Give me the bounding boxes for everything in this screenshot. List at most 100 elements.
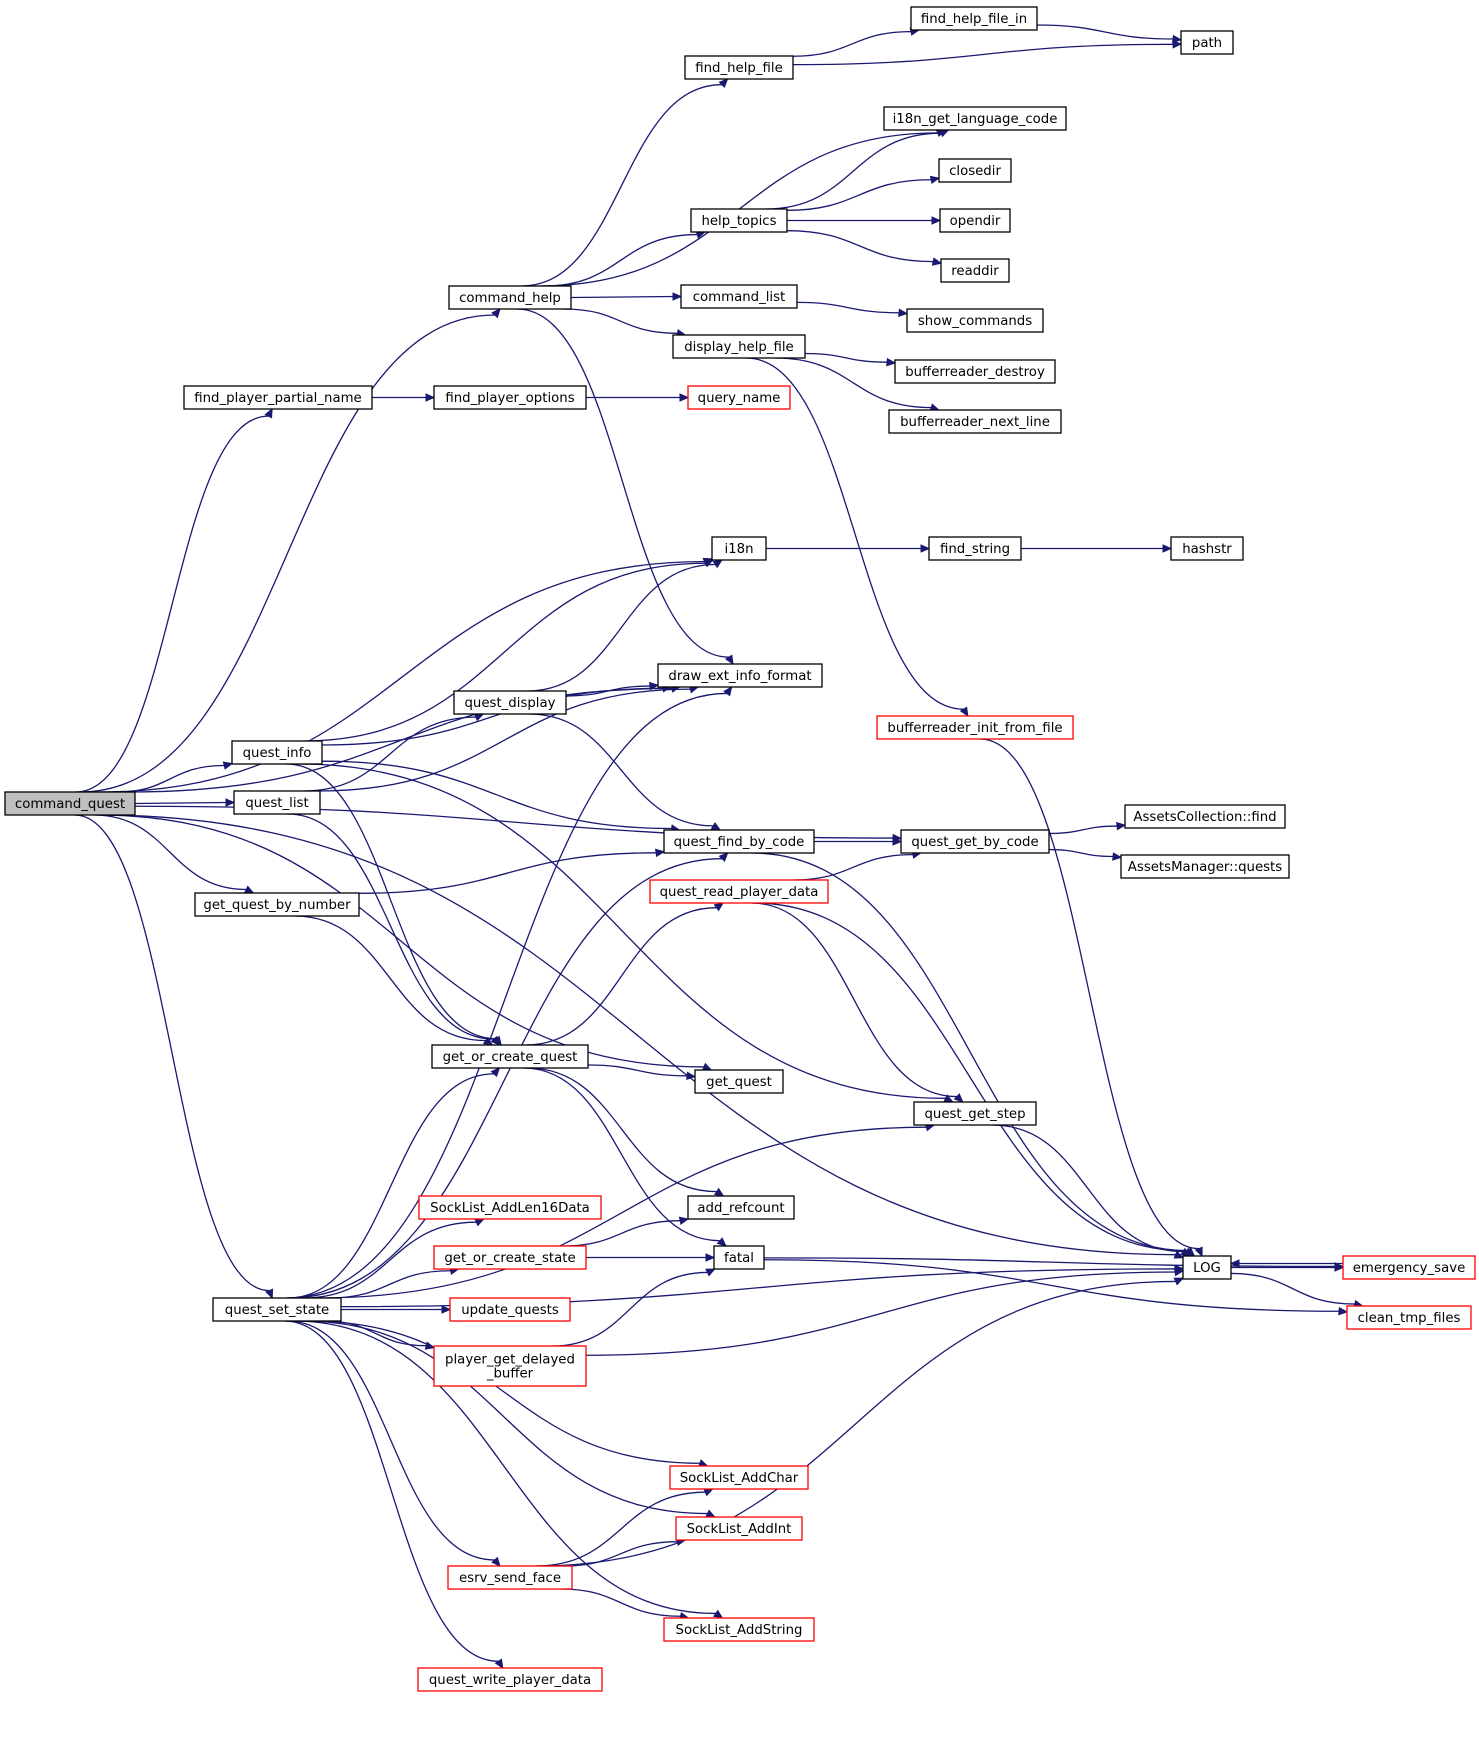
node-display-help-file[interactable]: display_help_file	[672, 334, 806, 359]
node-update-quests[interactable]: update_quests	[449, 1297, 571, 1322]
edge-arrowhead	[1173, 1277, 1185, 1286]
node-quest-get-step[interactable]: quest_get_step	[913, 1101, 1037, 1126]
node-box	[1170, 536, 1244, 561]
node-hashstr[interactable]: hashstr	[1170, 536, 1244, 561]
node-socklist-addchar[interactable]: SockList_AddChar	[669, 1465, 809, 1490]
node-i18n[interactable]: i18n	[711, 536, 767, 561]
node-bufferreader-init-from-file[interactable]: bufferreader_init_from_file	[876, 715, 1074, 740]
node-assetscollection-find[interactable]: AssetsCollection::find	[1124, 804, 1286, 829]
edge-find-player-options-to-query-name	[586, 393, 690, 402]
edge-line	[527, 563, 716, 692]
edge-find-string-to-hashstr	[1021, 544, 1173, 553]
node-label: emergency_save	[1353, 1261, 1466, 1276]
edge-line	[765, 132, 942, 210]
node-bufferreader-destroy[interactable]: bufferreader_destroy	[894, 359, 1056, 384]
node-draw-ext-info-format[interactable]: draw_ext_info_format	[657, 663, 823, 688]
edge-command-quest-to-quest-list	[134, 798, 236, 807]
edge-arrowhead	[953, 1093, 964, 1103]
node-box	[418, 1195, 602, 1220]
node-get-quest[interactable]: get_quest	[694, 1069, 784, 1094]
node-get-quest-by-number[interactable]: get_quest_by_number	[194, 892, 360, 917]
edge-command-list-to-show-commands	[796, 301, 909, 317]
node-find-help-file[interactable]: find_help_file	[684, 55, 794, 80]
node-socklist-addint[interactable]: SockList_AddInt	[675, 1516, 803, 1541]
node-label: display_help_file	[684, 340, 794, 355]
node-socklist-addlen16data[interactable]: SockList_AddLen16Data	[418, 1195, 602, 1220]
node-box	[663, 1617, 815, 1642]
node-command-list[interactable]: command_list	[680, 284, 798, 309]
node-quest-info[interactable]: quest_info	[231, 740, 323, 765]
edge-quest-set-state-to-get-or-create-quest	[287, 1067, 501, 1299]
edge-line	[1048, 825, 1118, 835]
edge-quest-set-state-to-quest-get-step	[317, 1123, 936, 1299]
edge-quest-display-to-quest-find-by-code	[528, 713, 722, 831]
node-quest-read-player-data[interactable]: quest_read_player_data	[649, 879, 829, 904]
node-get-or-create-state[interactable]: get_or_create_state	[433, 1245, 587, 1270]
edge-find-help-file-in-to-path	[1036, 24, 1183, 44]
node-emergency-save[interactable]: emergency_save	[1342, 1255, 1476, 1280]
edge-line	[528, 713, 714, 827]
node-label: quest_list	[245, 796, 308, 811]
node-clean-tmp-files[interactable]: clean_tmp_files	[1346, 1305, 1472, 1330]
node-esrv-send-face[interactable]: esrv_send_face	[447, 1565, 573, 1590]
edge-quest-display-to-i18n	[527, 559, 723, 692]
edge-line	[563, 1220, 681, 1247]
node-find-player-options[interactable]: find_player_options	[433, 385, 587, 410]
node-find-help-file-in[interactable]: find_help_file_in	[910, 6, 1038, 31]
node-quest-get-by-code[interactable]: quest_get_by_code	[900, 829, 1050, 854]
node-bufferreader-next-line[interactable]: bufferreader_next_line	[888, 409, 1062, 434]
node-find-string[interactable]: find_string	[928, 536, 1022, 561]
node-opendir[interactable]: opendir	[939, 208, 1011, 233]
edge-help-topics-to-readdir	[786, 230, 943, 266]
edge-line	[286, 1320, 495, 1561]
node-box	[1124, 804, 1286, 829]
edge-quest-list-to-get-or-create-quest	[287, 813, 501, 1046]
node-quest-find-by-code[interactable]: quest_find_by_code	[663, 829, 815, 854]
node-quest-display[interactable]: quest_display	[453, 690, 567, 715]
node-fatal[interactable]: fatal	[713, 1245, 765, 1270]
edge-line	[792, 43, 1174, 66]
node-quest-set-state[interactable]: quest_set_state	[212, 1297, 342, 1322]
node-add-refcount[interactable]: add_refcount	[687, 1195, 795, 1220]
edge-command-quest-to-find-player-partial-name	[75, 407, 273, 793]
edge-arrowhead	[898, 308, 909, 317]
edge-arrowhead	[1174, 1264, 1185, 1274]
node-box	[4, 791, 136, 816]
node-find-player-partial-name[interactable]: find_player_partial_name	[183, 385, 373, 410]
node-box	[453, 690, 567, 715]
edge-line	[285, 763, 497, 1040]
edge-quest-read-player-data-to-log	[753, 902, 1194, 1257]
node-assetsmanager-quests[interactable]: AssetsManager::quests	[1120, 854, 1290, 879]
node-socklist-addstring[interactable]: SockList_AddString	[663, 1617, 815, 1642]
node-label: opendir	[950, 214, 1001, 229]
node-box	[417, 1667, 603, 1692]
edge-line	[535, 1280, 1176, 1567]
node-quest-write-player-data[interactable]: quest_write_player_data	[417, 1667, 603, 1692]
edge-arrowhead	[959, 706, 969, 718]
function-nodes: command_questcommand_helpfind_player_par…	[4, 6, 1476, 1692]
node-query-name[interactable]: query_name	[687, 385, 791, 410]
node-command-help[interactable]: command_help	[448, 285, 572, 310]
edge-quest-set-state-to-draw-ext-info-format	[285, 685, 733, 1299]
edge-line	[321, 687, 663, 746]
node-get-or-create-quest[interactable]: get_or_create_quest	[431, 1044, 589, 1069]
node-label: i18n	[724, 542, 753, 557]
node-help-topics[interactable]: help_topics	[690, 208, 788, 233]
node-box	[233, 790, 321, 815]
node-i18n-get-language-code[interactable]: i18n_get_language_code	[883, 106, 1067, 131]
edge-arrowhead	[931, 257, 943, 266]
edge-get-or-create-quest-to-get-quest	[587, 1064, 697, 1081]
node-player-get-delayed-buffer[interactable]: player_get_delayed_buffer	[433, 1345, 587, 1387]
node-quest-list[interactable]: quest_list	[233, 790, 321, 815]
node-label: AssetsCollection::find	[1133, 810, 1276, 825]
node-closedir[interactable]: closedir	[938, 158, 1012, 183]
edge-line	[521, 84, 722, 287]
edge-line	[288, 858, 723, 1299]
node-box	[687, 1195, 795, 1220]
edge-find-help-file-to-find-help-file-in	[792, 27, 921, 57]
node-box	[900, 829, 1050, 854]
node-show-commands[interactable]: show_commands	[906, 308, 1044, 333]
node-path[interactable]: path	[1180, 30, 1234, 55]
node-readdir[interactable]: readdir	[940, 258, 1010, 283]
node-log[interactable]: LOG	[1182, 1255, 1232, 1280]
